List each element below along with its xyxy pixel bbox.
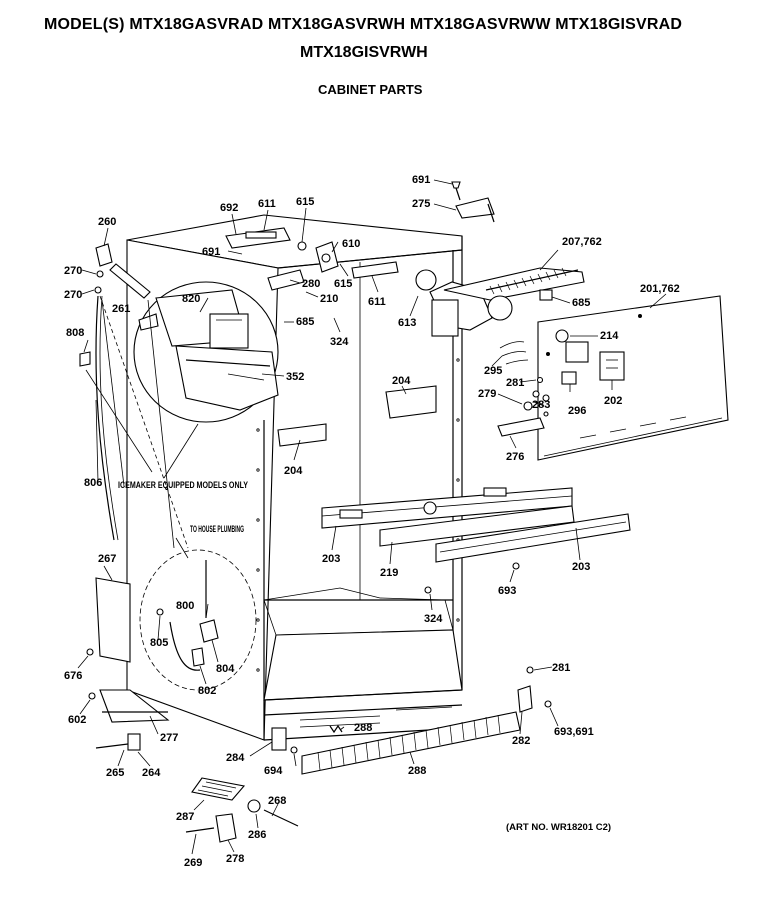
callout-label: 615 <box>334 278 352 290</box>
plumbing-note-text: TO HOUSE PLUMBING <box>190 524 244 535</box>
callout-label: 286 <box>248 829 266 841</box>
callout-label: 203 <box>322 553 340 565</box>
callout-label: 287 <box>176 811 194 823</box>
callout-label: 692 <box>220 202 238 214</box>
callout-label: 694 <box>264 765 283 777</box>
callout-label: 203 <box>572 561 590 573</box>
callout-label: 276 <box>506 451 524 463</box>
callout-label: 611 <box>258 198 276 210</box>
callout-label: 204 <box>392 375 411 387</box>
callout-label: 820 <box>182 293 200 305</box>
callout-label: 267 <box>98 553 116 565</box>
leader-lines <box>77 179 667 855</box>
plumbing-note: TO HOUSE PLUMBING <box>190 524 244 535</box>
callout-label: 268 <box>268 795 286 807</box>
callout-label: 324 <box>330 336 349 348</box>
callout-label: 324 <box>424 613 443 625</box>
evaporator-fan-assembly <box>415 267 585 337</box>
callout-label: 806 <box>84 477 102 489</box>
rails-and-brackets <box>277 385 631 563</box>
control-panel <box>497 295 729 461</box>
callout-label: 288 <box>408 765 426 777</box>
callout-label: 602 <box>68 714 86 726</box>
callout-label: 210 <box>320 293 338 305</box>
callout-label: 265 <box>106 767 124 779</box>
callout-label: 264 <box>142 767 161 779</box>
callout-label: 691 <box>412 174 430 186</box>
callout-label: 269 <box>184 857 202 869</box>
callout-label: 610 <box>342 238 360 250</box>
callout-label: 288 <box>354 722 372 734</box>
icemaker-note-text: ICEMAKER EQUIPPED MODELS ONLY <box>118 480 248 491</box>
callout-label: 219 <box>380 567 398 579</box>
callout-label: 202 <box>604 395 622 407</box>
art-number: (ART NO. WR18201 C2) <box>506 822 611 833</box>
callout-label: 270 <box>64 289 82 301</box>
callout-label: 693,691 <box>554 726 594 738</box>
callout-label: 295 <box>484 365 502 377</box>
callout-label: 281 <box>506 377 524 389</box>
callout-label: 260 <box>98 216 116 228</box>
callout-label: 676 <box>64 670 82 682</box>
callout-label: 275 <box>412 198 430 210</box>
model-list-line-2: MTX18GISVRWH <box>300 44 428 61</box>
callout-label: 296 <box>568 405 586 417</box>
callout-label: 804 <box>216 663 235 675</box>
model-list-line-1: MODEL(S) MTX18GASVRAD MTX18GASVRWH MTX18… <box>44 16 683 33</box>
callout-label: 352 <box>286 371 304 383</box>
callout-label: 613 <box>398 317 416 329</box>
callout-label: 283 <box>532 399 550 411</box>
callout-label: 281 <box>552 662 570 674</box>
callout-labels: 691 275 692 611 615 610 260 270 691 280 … <box>64 174 680 869</box>
callout-label: 800 <box>176 600 194 612</box>
water-plumbing-inset <box>99 295 257 691</box>
callout-label: 278 <box>226 853 244 865</box>
callout-label: 802 <box>198 685 216 697</box>
callout-label: 611 <box>368 296 386 308</box>
section-title: CABINET PARTS <box>318 82 423 97</box>
callout-label: 693 <box>498 585 516 597</box>
callout-label: 277 <box>160 732 178 744</box>
callout-label: 261 <box>112 303 130 315</box>
callout-label: 282 <box>512 735 530 747</box>
callout-label: 685 <box>572 297 590 309</box>
callout-label: 284 <box>226 752 245 764</box>
callout-label: 808 <box>66 327 84 339</box>
icemaker-assembly <box>133 281 279 423</box>
callout-label: 270 <box>64 265 82 277</box>
grille-and-feet <box>271 562 552 775</box>
top-hardware <box>225 181 495 291</box>
callout-label: 214 <box>600 330 619 342</box>
callout-label: 280 <box>302 278 320 290</box>
callout-label: 615 <box>296 196 314 208</box>
callout-label: 691 <box>202 246 220 258</box>
callout-label: 201,762 <box>640 283 680 295</box>
callout-label: 207,762 <box>562 236 602 248</box>
callout-label: 279 <box>478 388 496 400</box>
callout-label: 204 <box>284 465 303 477</box>
callout-label: 685 <box>296 316 314 328</box>
icemaker-note: ICEMAKER EQUIPPED MODELS ONLY <box>118 480 248 491</box>
callout-label: 805 <box>150 637 168 649</box>
